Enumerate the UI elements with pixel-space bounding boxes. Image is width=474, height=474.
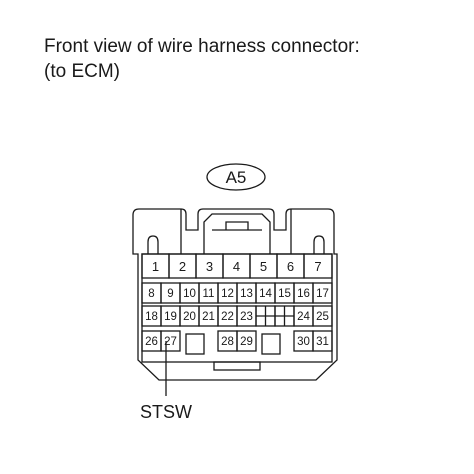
stsw-callout: STSW: [140, 341, 192, 422]
left-lock-bump: [147, 235, 159, 254]
caption-line-1: Front view of wire harness connector:: [44, 36, 360, 57]
latch-tab: [225, 221, 249, 230]
pin-number: 12: [221, 288, 234, 300]
pin-number: 5: [260, 259, 267, 274]
pin-number: 11: [203, 288, 215, 300]
pin-number: 26: [145, 336, 158, 348]
caption-line-2: (to ECM): [44, 61, 120, 82]
pin-number: 13: [240, 288, 253, 300]
pin-number: 15: [278, 288, 291, 300]
pin-cell-stsw: [160, 330, 181, 352]
pin-number: 1: [152, 259, 159, 274]
pin-number: 9: [167, 288, 173, 300]
pin-number: 20: [183, 311, 196, 323]
cavity-key: [261, 333, 281, 355]
pin-number-stsw: 27: [164, 336, 177, 348]
pin-number: 6: [287, 259, 294, 274]
pin-grid: 1 2 3 4 5 6 7 8 9 10 11 12 13 14 15 16 1…: [141, 253, 333, 355]
blank-cavity-mark: [275, 306, 294, 326]
pin-number: 19: [164, 311, 177, 323]
pin-number: 29: [240, 336, 253, 348]
blank-cavity-mark: [256, 306, 275, 326]
pin-number: 4: [233, 259, 240, 274]
pin-number: 10: [183, 288, 196, 300]
pin-number: 3: [206, 259, 213, 274]
pin-cell: [312, 305, 333, 327]
pin-number: 30: [297, 336, 310, 348]
pin-cell: [303, 253, 333, 279]
connector-id-badge: A5: [206, 163, 266, 191]
pin-cell: [236, 330, 257, 352]
pin-number: 14: [259, 288, 272, 300]
pin-number: 22: [221, 311, 234, 323]
connector-id-ellipse: [206, 163, 266, 191]
bottom-key: [213, 361, 261, 371]
pin-number: 17: [316, 288, 329, 300]
pin-number: 7: [314, 259, 321, 274]
pin-number: 18: [145, 311, 158, 323]
pin-number: 23: [240, 311, 253, 323]
right-lock-bump: [313, 235, 325, 254]
latch: [203, 213, 271, 254]
callout-label: STSW: [140, 402, 192, 422]
pin-number: 28: [221, 336, 234, 348]
pin-number: 25: [316, 311, 329, 323]
pin-number: 31: [316, 336, 329, 348]
pin-number: 2: [179, 259, 186, 274]
pin-number: 21: [202, 311, 215, 323]
pin-number: 16: [297, 288, 310, 300]
connector-id-label: A5: [226, 168, 247, 187]
cavity-key: [185, 333, 205, 355]
pin-number: 8: [148, 288, 154, 300]
pin-cell: [312, 330, 333, 352]
diagram-caption: Front view of wire harness connector: (t…: [44, 34, 360, 84]
pin-number: 24: [297, 311, 310, 323]
pin-cell: [312, 282, 333, 304]
